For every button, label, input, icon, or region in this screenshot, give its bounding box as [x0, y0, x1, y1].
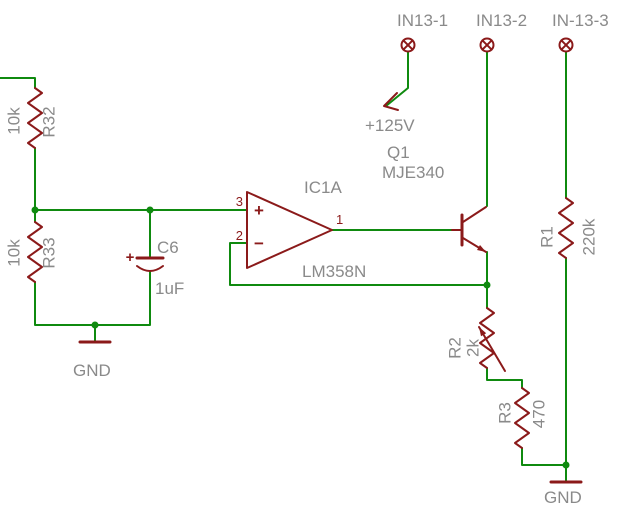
opamp-designator-label: IC1A	[304, 178, 342, 197]
wires	[0, 51, 567, 483]
opamp-symbol	[246, 191, 333, 269]
connector-label-in-13-3: IN-13-3	[552, 11, 609, 30]
trimmer-arrow-icon	[478, 326, 506, 372]
resistor-r32-symbol	[27, 87, 43, 149]
connector-pad-in13-1	[400, 37, 416, 53]
opamp-minus-sign: −	[254, 234, 264, 253]
opamp-plus-sign: +	[254, 201, 264, 220]
connector-label-in13-1: IN13-1	[397, 11, 448, 30]
resistor-r33-name-label: R33	[40, 237, 59, 268]
resistor-r2-value-label: 2k	[464, 339, 483, 357]
junction-dots	[31, 206, 570, 469]
transistor-designator-label: Q1	[387, 143, 410, 162]
resistor-r3-value-label: 470	[530, 400, 549, 428]
wire-r33-bottom-to-cap	[34, 270, 151, 326]
connector-pad-in13-2	[479, 37, 495, 53]
junction-dot	[31, 206, 39, 214]
resistor-r33-symbol	[27, 221, 43, 283]
capacitor-c6-value-label: 1uF	[155, 279, 184, 298]
gnd-left-label: GND	[73, 361, 111, 380]
labels: IN13-1 IN13-2 IN-13-3 +125V Q1 MJE340 IC…	[5, 11, 609, 507]
capacitor-polarity-sign: +	[126, 249, 135, 266]
wire-input-left	[0, 77, 36, 89]
resistor-r1-symbol	[558, 197, 574, 259]
resistor-r32-value-label: 10k	[5, 107, 24, 135]
capacitor-c6-name-label: C6	[157, 238, 179, 257]
connector-pad-in-13-3	[558, 37, 574, 53]
resistor-r2-symbol	[479, 307, 495, 369]
junction-dot	[562, 461, 570, 469]
transistor-part-label: MJE340	[382, 163, 444, 182]
wire-in13-1-drop	[385, 51, 409, 107]
opamp-triangle	[246, 191, 333, 269]
opamp-pin2-label: 2	[236, 228, 243, 243]
supply-label: +125V	[365, 116, 415, 135]
connector-pads	[400, 37, 574, 53]
resistor-r32-name-label: R32	[40, 106, 59, 137]
resistor-r1-value-label: 220k	[580, 218, 599, 255]
supply-arrow-icon	[383, 92, 399, 111]
resistor-r33-value-label: 10k	[5, 239, 24, 267]
resistor-symbols	[27, 87, 574, 449]
resistor-r2-name-label: R2	[446, 337, 465, 359]
junction-dot	[91, 321, 99, 329]
resistor-r3-symbol	[514, 387, 530, 449]
pin-labels: 3 2 1 + − +	[126, 194, 344, 266]
opamp-pin1-label: 1	[336, 212, 343, 227]
junction-dot	[483, 281, 491, 289]
connector-label-in13-2: IN13-2	[476, 11, 527, 30]
emitter-arrow-icon	[477, 245, 486, 252]
gnd-right-label: GND	[544, 488, 582, 507]
wire-r3-to-gnd	[521, 447, 567, 466]
wire-r2-to-r3	[486, 367, 523, 389]
junction-dot	[146, 206, 154, 214]
opamp-pin3-label: 3	[236, 194, 243, 209]
resistor-r1-name-label: R1	[538, 226, 557, 248]
resistor-r3-name-label: R3	[496, 402, 515, 424]
npn-transistor-symbol	[451, 206, 487, 253]
wire-feedback	[229, 242, 488, 286]
capacitor-c6-symbol	[135, 256, 165, 272]
opamp-part-label: LM358N	[302, 262, 366, 281]
